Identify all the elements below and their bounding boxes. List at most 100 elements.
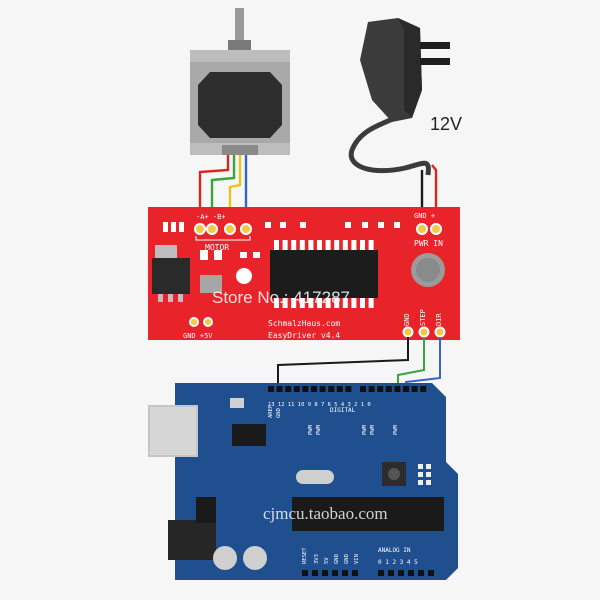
power-pin: [342, 570, 348, 576]
gnd-pin-label: GND: [344, 554, 350, 564]
chip-body: [270, 250, 378, 298]
store-watermark: Store No.: 417287: [212, 288, 350, 307]
analog-pin-numbers: 0 1 2 3 4 5: [378, 559, 418, 566]
usb-chip: [232, 424, 266, 446]
chip-pin: [274, 298, 279, 308]
digital-pin: [385, 386, 392, 392]
gnd-pin-label: GND: [334, 554, 340, 564]
brand-url: SchmalzHaus.com: [268, 319, 340, 328]
icsp-button-cap: [388, 468, 400, 480]
gnd-pin-label: GND: [403, 313, 411, 326]
gnd-5v-label: GND +5V: [183, 332, 213, 340]
analog-pin: [398, 570, 404, 576]
wire-a-plus: [210, 155, 236, 228]
pwr-label: PWR IN: [414, 239, 443, 248]
pad: [378, 222, 384, 228]
digital-pin: [377, 386, 384, 392]
motor-pin: [194, 223, 206, 235]
digital-label: DIGITAL: [330, 407, 356, 414]
reset-pin-label: RESET: [302, 547, 308, 564]
pwr-pin-gnd: [416, 223, 428, 235]
pin: [418, 480, 423, 485]
analog-pin: [378, 570, 384, 576]
chip-pin: [342, 298, 348, 308]
digital-pin: [336, 386, 343, 392]
adapter-prong-bottom: [420, 58, 450, 65]
board-version: EasyDriver v4.4: [268, 331, 340, 340]
pwr-pin-plus: [430, 223, 442, 235]
pad: [394, 222, 400, 228]
adapter-side: [398, 18, 422, 118]
motor-pin: [224, 223, 236, 235]
pwr-header: [416, 223, 442, 235]
digital-pin: [311, 386, 317, 392]
pwm-label: PWM: [393, 424, 399, 435]
motor-pin: [206, 223, 218, 235]
chip-pin: [274, 240, 279, 250]
regulator-leg: [158, 294, 163, 302]
power-pin: [302, 570, 308, 576]
pin: [203, 317, 213, 327]
pwm-label: PWM: [370, 424, 376, 435]
chip-pin: [282, 240, 288, 250]
chip-pin: [299, 298, 305, 308]
regulator-leg: [168, 294, 173, 302]
digital-pin: [394, 386, 401, 392]
pwm-label: PWM: [316, 424, 322, 435]
chip-pin: [308, 240, 314, 250]
chip-pin: [334, 240, 340, 250]
chip-pin: [299, 240, 305, 250]
atmega-chip: [292, 497, 444, 531]
analog-in-label: ANALOG IN: [378, 547, 411, 554]
step-pin-label: STEP: [419, 309, 427, 326]
driver-chip: [270, 240, 378, 308]
analog-pin: [408, 570, 414, 576]
motor-connector: [222, 145, 258, 155]
motor-top-plate: [190, 50, 290, 62]
pad: [163, 222, 168, 232]
digital-pin: [302, 386, 309, 392]
pwr-pin-labels: GND +: [414, 212, 435, 220]
chip-pin: [351, 298, 357, 308]
pad: [265, 222, 271, 228]
power-pin: [322, 570, 328, 576]
control-header: [402, 326, 446, 338]
led-square: [200, 275, 222, 293]
smd-part: [240, 252, 247, 258]
chip-pin: [317, 298, 322, 308]
digital-pin: [345, 386, 352, 392]
smd-part: [253, 252, 260, 258]
digital-pin: [328, 386, 335, 392]
digital-pin-numbers: 13 12 11 10 9 8 7 6 5 4 3 2 1 0: [268, 402, 371, 408]
smd-part: [214, 250, 222, 260]
pwm-label: PWM: [308, 424, 314, 435]
digital-pin: [420, 386, 427, 392]
dir-pin-label: DIR: [435, 313, 443, 326]
pin: [418, 472, 423, 477]
power-pin: [312, 570, 318, 576]
arduino-board: 13 12 11 10 9 8 7 6 5 4 3 2 1 0 AREF GND…: [148, 383, 458, 580]
pad: [362, 222, 368, 228]
taobao-watermark: cjmcu.taobao.com: [263, 504, 388, 523]
power-adapter: 12V: [360, 18, 462, 134]
motor-bracket: [195, 236, 251, 241]
analog-pin: [388, 570, 394, 576]
vin-pin-label: VIN: [354, 554, 360, 564]
pwm-label: PWM: [362, 424, 368, 435]
digital-pin: [319, 386, 326, 392]
chip-pin: [342, 240, 348, 250]
digital-pin: [268, 386, 274, 392]
easydriver-board: -A+ -B+ MOTOR GND + PWR IN: [148, 207, 460, 340]
chip-pin: [291, 298, 297, 308]
pad: [345, 222, 351, 228]
pin: [418, 464, 423, 469]
regulator-body: [152, 258, 190, 294]
chip-pin: [368, 240, 374, 250]
smd-part: [200, 250, 208, 260]
chip-pin: [334, 298, 340, 308]
digital-pin: [293, 386, 300, 392]
5v-pin-label: 5V: [324, 557, 330, 564]
3v3-pin-label: 3V3: [314, 554, 320, 564]
chip-pin: [317, 240, 322, 250]
pad: [179, 222, 184, 232]
